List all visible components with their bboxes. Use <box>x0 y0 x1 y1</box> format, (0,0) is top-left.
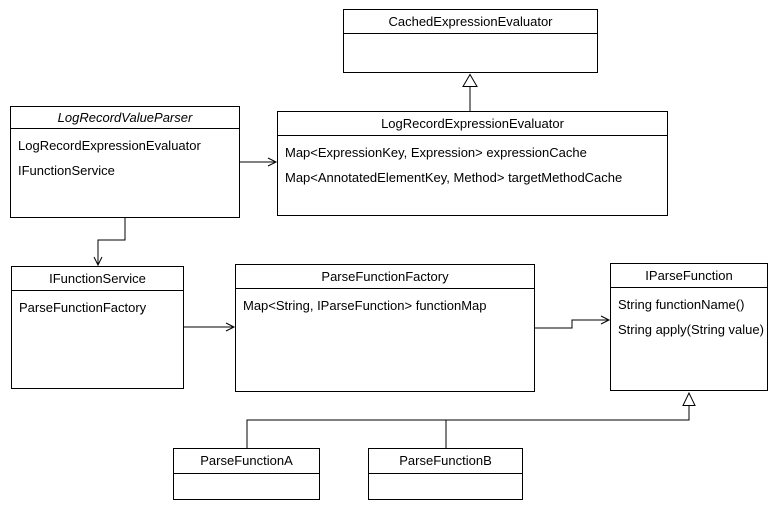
class-member: Map<AnnotatedElementKey, Method> targetM… <box>285 170 623 185</box>
class-member: ParseFunctionFactory <box>19 300 147 315</box>
association-arrow-ifunctionservice-to-factory <box>184 322 236 332</box>
class-body: Map<ExpressionKey, Expression> expressio… <box>278 136 667 190</box>
generalization-arrow-evaluator-to-cached <box>462 73 478 111</box>
class-member: IFunctionService <box>18 163 115 178</box>
class-member: String functionName() <box>618 297 745 312</box>
class-box-logrecordvalueparser: LogRecordValueParser LogRecordExpression… <box>10 106 240 218</box>
class-member: Map<String, IParseFunction> functionMap <box>243 298 487 313</box>
class-body <box>174 474 319 478</box>
class-body <box>344 34 597 38</box>
association-arrow-valueparser-to-ifunctionservice <box>93 218 126 267</box>
class-box-logrecordexpressionevaluator: LogRecordExpressionEvaluator Map<Express… <box>277 111 668 216</box>
association-arrow-valueparser-to-evaluator <box>240 157 278 167</box>
association-arrow-factory-to-iparsefunction <box>535 315 611 329</box>
class-box-parsefunctionfactory: ParseFunctionFactory Map<String, IParseF… <box>235 264 535 392</box>
class-title: CachedExpressionEvaluator <box>344 10 597 34</box>
class-body: Map<String, IParseFunction> functionMap <box>236 289 534 318</box>
class-box-iparsefunction: IParseFunction String functionName() Str… <box>610 263 768 391</box>
class-body: LogRecordExpressionEvaluator IFunctionSe… <box>11 129 239 183</box>
class-body <box>369 474 522 478</box>
class-member: LogRecordExpressionEvaluator <box>18 138 201 153</box>
class-body: String functionName() String apply(Strin… <box>611 288 767 342</box>
class-box-parsefunctiona: ParseFunctionA <box>173 448 320 500</box>
class-member: String apply(String value) <box>618 322 764 337</box>
class-member: Map<ExpressionKey, Expression> expressio… <box>285 145 587 160</box>
class-title: ParseFunctionFactory <box>236 265 534 289</box>
class-body: ParseFunctionFactory <box>12 291 183 320</box>
class-title: LogRecordValueParser <box>11 107 239 129</box>
class-title: ParseFunctionB <box>369 449 522 474</box>
class-box-cachedexpressionevaluator: CachedExpressionEvaluator <box>343 9 598 73</box>
class-title: IFunctionService <box>12 267 183 291</box>
class-box-parsefunctionb: ParseFunctionB <box>368 448 523 500</box>
generalization-arrow-parsefunctions-to-iparsefunction <box>246 391 696 448</box>
class-box-ifunctionservice: IFunctionService ParseFunctionFactory <box>11 266 184 389</box>
class-title: IParseFunction <box>611 264 767 288</box>
class-title: ParseFunctionA <box>174 449 319 474</box>
class-title: LogRecordExpressionEvaluator <box>278 112 667 136</box>
